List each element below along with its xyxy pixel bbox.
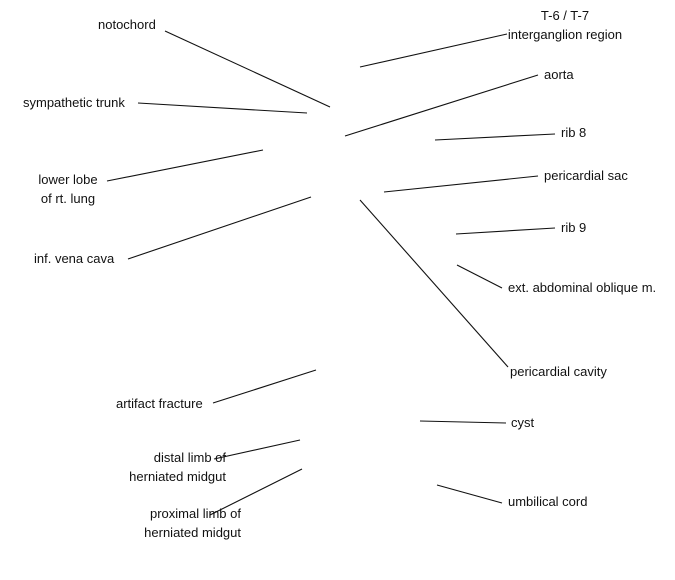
label-proximal-limb: proximal limb of herniated midgut bbox=[104, 504, 241, 542]
label-t6-t7-interganglion: T-6 / T-7 interganglion region bbox=[495, 6, 635, 44]
label-lower-lobe-line1: lower lobe bbox=[38, 172, 98, 187]
label-rib-9-text: rib 9 bbox=[561, 220, 587, 235]
notochord-leader bbox=[164, 30, 331, 108]
label-aorta: aorta bbox=[544, 65, 574, 84]
label-lower-lobe-line2: of rt. lung bbox=[40, 191, 96, 206]
label-notochord: notochord bbox=[98, 15, 156, 34]
rib-8-leader bbox=[434, 133, 556, 141]
pericardial-cavity-leader bbox=[359, 199, 509, 368]
label-notochord-text: notochord bbox=[98, 17, 156, 32]
artifact-fracture-leader bbox=[212, 369, 317, 404]
cyst-leader bbox=[419, 420, 507, 424]
label-inf-vena-cava-text: inf. vena cava bbox=[34, 251, 115, 266]
label-aorta-text: aorta bbox=[544, 67, 574, 82]
label-pericardial-cavity-text: pericardial cavity bbox=[510, 364, 607, 379]
label-distal-limb-line1: distal limb of bbox=[153, 450, 226, 465]
label-pericardial-cavity: pericardial cavity bbox=[510, 362, 607, 381]
label-ext-abdominal-oblique-text: ext. abdominal oblique m. bbox=[508, 280, 657, 295]
label-rib-8: rib 8 bbox=[561, 123, 586, 142]
label-sympathetic-trunk: sympathetic trunk bbox=[23, 93, 125, 112]
label-proximal-limb-line1: proximal limb of bbox=[149, 506, 241, 521]
umbilical-cord-leader bbox=[436, 484, 503, 504]
label-rib-9: rib 9 bbox=[561, 218, 586, 237]
pericardial-sac-leader bbox=[383, 175, 539, 193]
aorta-leader bbox=[344, 74, 539, 137]
lower-lobe-leader bbox=[106, 149, 264, 182]
label-pericardial-sac: pericardial sac bbox=[544, 166, 628, 185]
label-artifact-fracture: artifact fracture bbox=[116, 394, 203, 413]
label-umbilical-cord: umbilical cord bbox=[508, 492, 587, 511]
label-t6-t7-line1: T-6 / T-7 bbox=[540, 8, 590, 23]
label-cyst-text: cyst bbox=[511, 415, 535, 430]
sympathetic-trunk-leader bbox=[137, 102, 308, 114]
t6-t7-leader bbox=[359, 33, 508, 68]
label-sympathetic-trunk-text: sympathetic trunk bbox=[23, 95, 125, 110]
proximal-limb-leader bbox=[209, 468, 303, 516]
label-ext-abdominal-oblique: ext. abdominal oblique m. bbox=[508, 278, 656, 297]
label-distal-limb: distal limb of herniated midgut bbox=[116, 448, 226, 486]
label-cyst: cyst bbox=[511, 413, 534, 432]
rib-9-leader bbox=[455, 227, 556, 235]
label-distal-limb-line2: herniated midgut bbox=[129, 469, 226, 484]
label-rib-8-text: rib 8 bbox=[561, 125, 587, 140]
label-inf-vena-cava: inf. vena cava bbox=[34, 249, 114, 268]
ext-abdominal-oblique-leader bbox=[456, 264, 503, 289]
label-artifact-fracture-text: artifact fracture bbox=[116, 396, 203, 411]
label-pericardial-sac-text: pericardial sac bbox=[544, 168, 628, 183]
label-t6-t7-line2: interganglion region bbox=[507, 27, 623, 42]
label-proximal-limb-line2: herniated midgut bbox=[144, 525, 241, 540]
label-lower-lobe: lower lobe of rt. lung bbox=[32, 170, 104, 208]
distal-limb-leader bbox=[213, 439, 301, 460]
inf-vena-cava-leader bbox=[127, 196, 312, 260]
label-umbilical-cord-text: umbilical cord bbox=[508, 494, 588, 509]
